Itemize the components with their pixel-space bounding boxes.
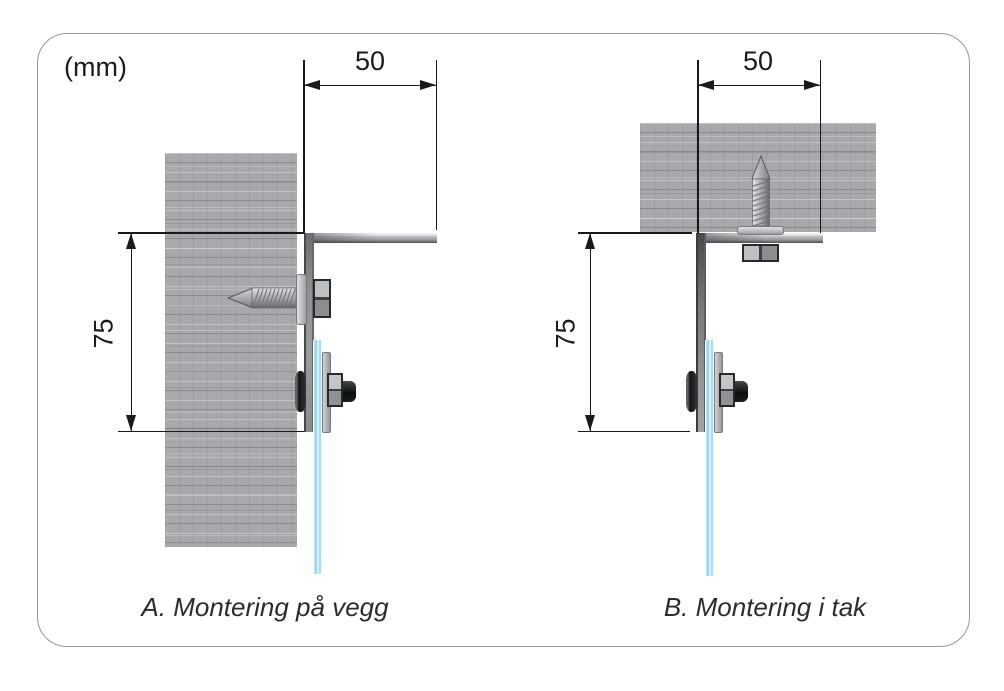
dim-arrow-left-icon — [698, 80, 714, 90]
bolt-end — [343, 381, 356, 402]
clamp-nut — [719, 373, 735, 407]
bolt-end — [735, 381, 748, 402]
screw-point — [751, 154, 771, 180]
dim-arrow-down-icon — [126, 415, 136, 431]
dimension-line — [589, 233, 591, 431]
extension-line — [303, 60, 305, 233]
screw-washer — [737, 226, 784, 235]
screw-point — [226, 287, 253, 309]
bracket-arm — [696, 233, 823, 243]
dim-label-height-a: 75 — [88, 318, 119, 349]
caption-wall-mounting: A. Montering på vegg — [141, 592, 389, 622]
hex-bolt-head — [313, 279, 331, 318]
dim-arrow-right-icon — [420, 80, 436, 90]
dimension-line — [304, 84, 436, 86]
extension-line — [819, 60, 821, 233]
extension-line — [578, 232, 692, 234]
bracket-leg — [696, 233, 706, 432]
wall-block — [165, 153, 297, 547]
extension-line — [118, 430, 314, 432]
bracket-leg — [304, 233, 314, 432]
dim-arrow-up-icon — [126, 233, 136, 249]
dimension-line — [130, 233, 132, 431]
glass-panel — [705, 340, 714, 576]
dim-arrow-left-icon — [304, 80, 320, 90]
rubber-grommet — [686, 371, 697, 412]
hex-bolt-head — [742, 244, 779, 262]
bracket-arm — [304, 233, 437, 243]
dim-label-height-b: 75 — [550, 318, 581, 349]
dimension-line — [698, 84, 820, 86]
extension-line — [435, 60, 437, 230]
rubber-grommet — [295, 371, 306, 412]
caption-ceiling-mounting: B. Montering i tak — [663, 592, 867, 622]
ceiling-screw — [751, 154, 771, 227]
screw-threads — [252, 288, 296, 308]
glass-panel — [313, 340, 322, 574]
unit-label: (mm) — [64, 52, 127, 82]
extension-line — [578, 430, 690, 432]
dim-arrow-up-icon — [585, 233, 595, 249]
wall-screw — [226, 287, 297, 309]
dim-label-width-b: 50 — [742, 46, 774, 76]
screw-threads — [752, 180, 770, 227]
extension-line — [118, 232, 304, 234]
clamp-nut — [327, 373, 343, 407]
dim-arrow-down-icon — [585, 415, 595, 431]
dim-label-width-a: 50 — [354, 46, 386, 76]
extension-line — [697, 60, 699, 233]
screw-washer — [296, 274, 307, 325]
dim-arrow-right-icon — [804, 80, 820, 90]
